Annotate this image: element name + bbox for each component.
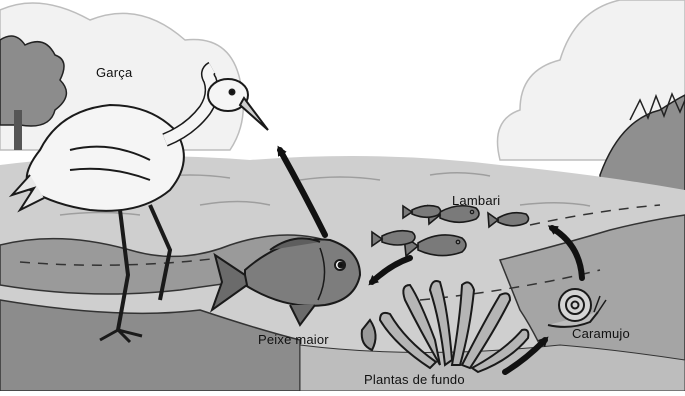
label-lambari: Lambari bbox=[452, 194, 500, 207]
label-peixe-maior: Peixe maior bbox=[258, 333, 329, 346]
label-garca: Garça bbox=[96, 66, 132, 79]
bottom-sand bbox=[300, 345, 685, 391]
label-plantas-de-fundo: Plantas de fundo bbox=[364, 373, 465, 386]
label-caramujo: Caramujo bbox=[572, 327, 630, 340]
